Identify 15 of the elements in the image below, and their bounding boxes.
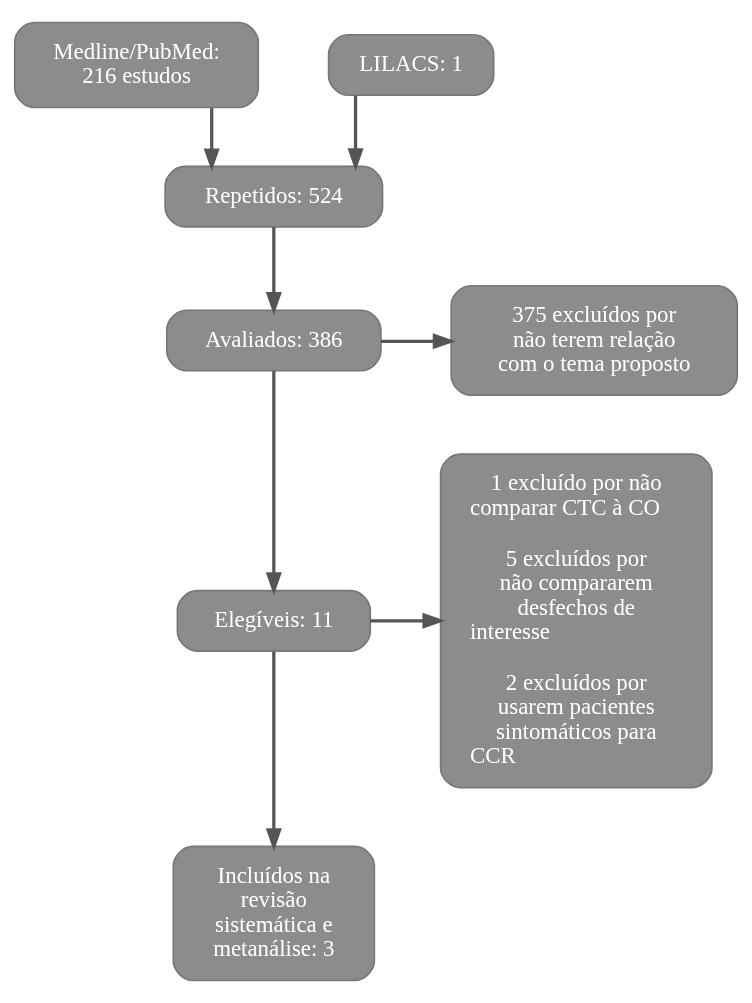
arrow xyxy=(203,108,220,172)
node-box: Incluídos na revisão sistemática e metanálise: 3 xyxy=(172,845,376,982)
arrow xyxy=(370,612,446,629)
node-box: 1 excluído por não comparar CTC à CO 5 excluídos por não compararem desfechos de interesse 2 excluídos por usarem pacientes sintomáticos para CCR xyxy=(439,453,713,789)
arrow xyxy=(265,227,282,315)
node-box: 375 excluídos por não terem relação com o tema proposto xyxy=(450,284,739,397)
arrow xyxy=(347,95,364,172)
node-box: Avaliados: 386 xyxy=(165,309,382,372)
arrow xyxy=(265,651,282,852)
arrow xyxy=(380,333,456,350)
node-box: Elegíveis: 11 xyxy=(176,589,372,652)
node-box: Medline/PubMed: 216 estudos xyxy=(13,21,260,109)
arrow xyxy=(265,371,282,596)
node-box: Repetidos: 524 xyxy=(164,165,384,228)
node-box: LILACS: 1 xyxy=(327,34,495,97)
